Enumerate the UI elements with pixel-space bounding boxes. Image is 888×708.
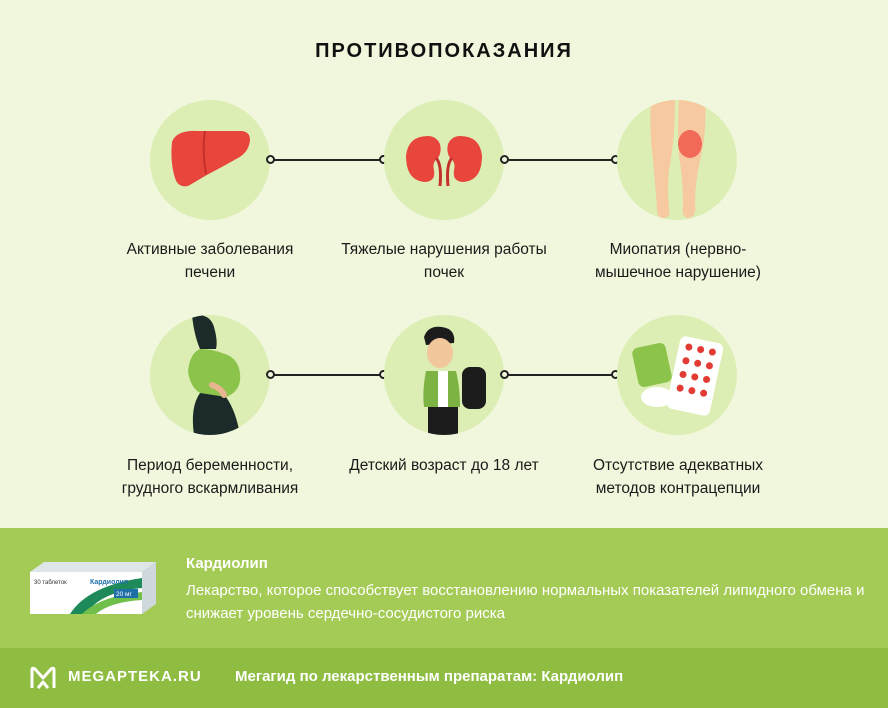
connector-line xyxy=(508,159,616,161)
item-label: Отсутствие адекватных методов контрацепц… xyxy=(592,457,764,497)
liver-icon xyxy=(150,100,270,220)
legs-icon xyxy=(617,100,737,220)
item-label: Тяжелые нарушения работы почек xyxy=(341,241,547,281)
item-label: Детский возраст до 18 лет xyxy=(349,457,539,474)
drug-name: Кардиолип xyxy=(186,555,268,572)
pregnant-woman-icon xyxy=(150,315,270,435)
item-label: Период беременности, грудного вскармлива… xyxy=(121,457,299,497)
connector-dot xyxy=(266,155,275,164)
connector-line xyxy=(508,374,616,376)
contraception-icon xyxy=(617,315,737,435)
kidneys-icon xyxy=(384,100,504,220)
connector-dot xyxy=(266,370,275,379)
item-label: Миопатия (нервно-мышечное нарушение) xyxy=(595,241,761,281)
connector-line xyxy=(274,374,384,376)
pack-count: 30 таблеток xyxy=(34,580,67,586)
drug-info-bar: 30 таблеток Кардиолип 20 мг Кардиолип Ле… xyxy=(0,528,888,648)
connector-line xyxy=(274,159,384,161)
child-icon xyxy=(384,315,504,435)
pack-dose: 20 мг xyxy=(116,591,133,598)
connector-dot xyxy=(500,370,509,379)
item-label: Активные заболевания печени xyxy=(126,241,294,281)
footer-text: Мегагид по лекарственным препаратам: Кар… xyxy=(235,668,624,685)
logo-text[interactable]: MEGAPTEKA.RU xyxy=(68,668,202,685)
megapteka-logo-icon xyxy=(30,666,56,689)
footer-bar: MEGAPTEKA.RU Мегагид по лекарственным пр… xyxy=(0,648,888,708)
connector-dot xyxy=(500,155,509,164)
drug-package-image: 30 таблеток Кардиолип 20 мг xyxy=(30,562,156,614)
drug-description: Лекарство, которое способствует восстано… xyxy=(186,582,865,622)
page-title: ПРОТИВОПОКАЗАНИЯ xyxy=(315,40,573,62)
pack-brand: Кардиолип xyxy=(90,579,128,586)
